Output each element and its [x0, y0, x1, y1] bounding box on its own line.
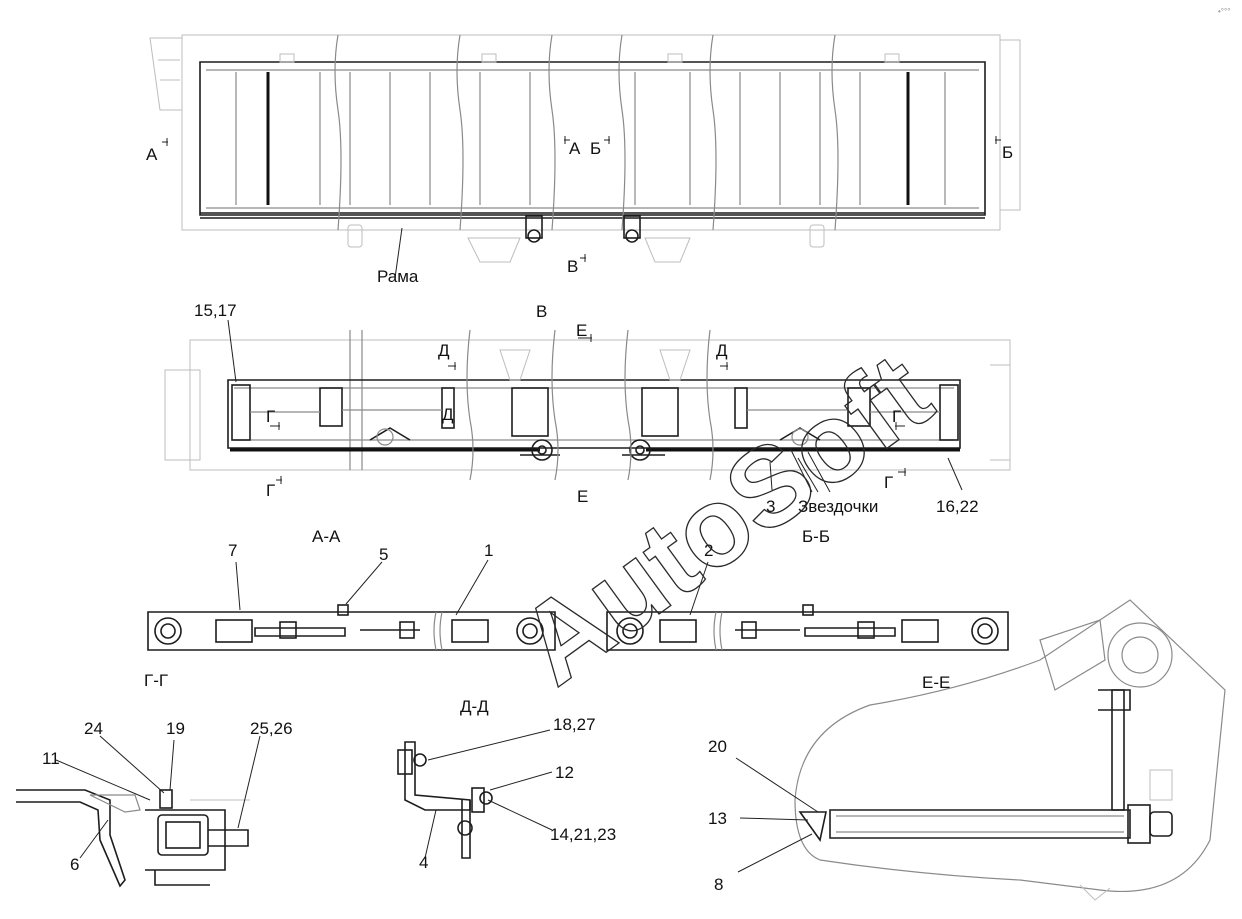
callout-2: 2 [704, 541, 713, 560]
section-aa: А-А 7 5 1 [147, 527, 556, 651]
section-mark-d-right: Д [716, 341, 728, 360]
callout-24: 24 [84, 719, 103, 738]
callout-12: 12 [555, 763, 574, 782]
callout-11: 11 [42, 749, 60, 768]
view-v-title: В [536, 302, 547, 321]
corner-mark: •°°° [1218, 7, 1230, 16]
callout-6: 6 [70, 855, 79, 874]
section-dd-title: Д-Д [460, 697, 489, 716]
section-ee: Е-Е 20 13 8 [708, 599, 1226, 901]
callout-1: 1 [484, 541, 493, 560]
section-bb-title: Б-Б [802, 527, 830, 546]
callout-19: 19 [166, 719, 185, 738]
callout-25-26: 25,26 [250, 719, 293, 738]
section-gg-title: Г-Г [144, 671, 168, 690]
callout-13: 13 [708, 809, 727, 828]
section-gg: Г-Г 24 19 25,26 11 6 [16, 671, 293, 888]
section-mark-d-mid: Д [442, 405, 454, 424]
top-belt-lines [235, 72, 946, 205]
callout-8: 8 [714, 875, 723, 894]
frame-label: Рама [377, 267, 419, 286]
callout-15-17: 15,17 [194, 301, 237, 320]
section-ee-title: Е-Е [922, 673, 950, 692]
top-view: А А Б Б В Рама [146, 34, 1021, 286]
section-mark-e-bottom: Е [577, 487, 588, 506]
view-v-modules [231, 384, 959, 446]
section-mark-b-right: Б [1002, 143, 1013, 162]
view-v: В Е Е Д Д Д Г Г Г Г 15,17 3 Звездочки 16… [164, 301, 1011, 516]
section-mark-g-view-right: Г [892, 407, 901, 426]
section-dd: Д-Д 18,27 12 14,21,23 4 [397, 697, 616, 872]
section-mark-a-left: А [146, 145, 158, 164]
callout-7: 7 [228, 541, 237, 560]
section-mark-d-left: Д [438, 341, 450, 360]
section-mark-g-bottom-left: Г [266, 481, 275, 500]
section-bb: Б-Б 2 [606, 527, 1009, 651]
callout-5: 5 [379, 545, 388, 564]
callout-3: 3 [766, 497, 775, 516]
section-mark-g-bottom-right: Г [884, 473, 893, 492]
section-mark-b-left: Б [590, 139, 601, 158]
section-mark-a-right: А [569, 139, 581, 158]
section-aa-title: А-А [312, 527, 341, 546]
watermark: AutoSoft [497, 329, 953, 708]
section-mark-g-view-left: Г [266, 407, 275, 426]
callout-20: 20 [708, 737, 727, 756]
callout-sprockets: Звездочки [798, 497, 878, 516]
view-mark-v: В [567, 257, 578, 276]
callout-4: 4 [419, 853, 428, 872]
callout-14-21-23: 14,21,23 [550, 825, 616, 844]
top-drives [347, 215, 825, 263]
section-mark-e-top: Е [576, 321, 587, 340]
callout-16-22: 16,22 [936, 497, 979, 516]
callout-18-27: 18,27 [553, 715, 596, 734]
